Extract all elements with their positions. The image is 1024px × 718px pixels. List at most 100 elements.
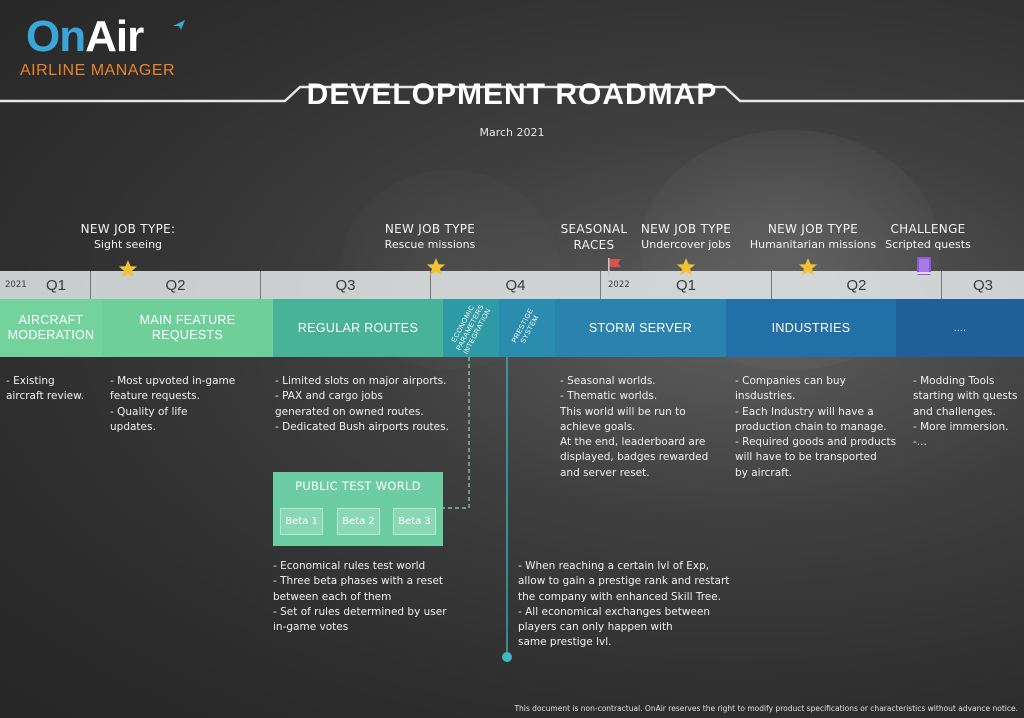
- event-subtitle: Humanitarian missions: [749, 238, 877, 251]
- band-label: PRESTIGE SYSTEM: [511, 307, 541, 345]
- band-prestige-system: PRESTIGE SYSTEM: [499, 299, 555, 357]
- desc-line: production chain to manage.: [735, 420, 887, 433]
- band-economic-parameters: ECONOMIC PARAMETERS INTEGRATION: [443, 299, 499, 357]
- band-label: REGULAR ROUTES: [297, 320, 419, 335]
- logo-air: Air: [85, 12, 144, 61]
- event-subtitle: Scripted quests: [885, 238, 971, 251]
- quarter-cell: Q1: [0, 271, 91, 299]
- desc-line: - Each Industry will have a: [735, 405, 874, 418]
- event-subtitle: RACES: [573, 238, 615, 252]
- desc-line: - Limited slots on major airports.: [275, 375, 447, 387]
- quarter-cell: Q3: [261, 271, 431, 299]
- event-title: NEW JOB TYPE: [384, 222, 476, 236]
- desc-line: in-game votes: [273, 621, 349, 634]
- band-industries: INDUSTRIES: [726, 299, 896, 357]
- event-title: CHALLENGE: [890, 222, 966, 236]
- desc-line: - Three beta phases with a reset: [273, 575, 444, 588]
- desc-line: - Companies can buy: [735, 375, 846, 387]
- event-challenge: CHALLENGE Scripted quests: [882, 221, 974, 253]
- flag-icon: [608, 258, 621, 276]
- event-title: NEW JOB TYPE:: [80, 222, 176, 236]
- band-label: INDUSTRIES: [771, 320, 851, 335]
- band-label: STORM SERVER: [588, 320, 693, 335]
- title-frame: [0, 85, 1024, 103]
- page-date: March 2021: [479, 126, 545, 139]
- star-icon: [676, 258, 696, 276]
- event-subtitle: Undercover jobs: [641, 238, 731, 251]
- desc-line: generated on owned routes.: [275, 405, 424, 418]
- quarter-cell: Q3: [942, 271, 1024, 299]
- band-label: MAIN FEATURE REQUESTS: [139, 313, 236, 342]
- desc-future: - Modding Tools starting with quests and…: [913, 374, 1023, 450]
- event-sight-seeing: NEW JOB TYPE: Sight seeing: [56, 221, 200, 253]
- event-subtitle: Rescue missions: [384, 238, 476, 251]
- desc-line: This world will be run to: [560, 405, 686, 418]
- desc-line: - Required goods and products: [735, 436, 897, 449]
- desc-line: - Existing: [6, 375, 55, 387]
- star-icon: [426, 258, 446, 276]
- star-icon: [118, 260, 138, 278]
- desc-line: achieve goals.: [560, 420, 636, 433]
- band-main-feature-requests: MAIN FEATURE REQUESTS: [102, 299, 273, 357]
- desc-line: allow to gain a prestige rank and restar…: [518, 575, 730, 588]
- desc-line: - Most upvoted in-game: [110, 375, 236, 387]
- event-title: NEW JOB TYPE: [640, 222, 732, 236]
- desc-prestige-system: - When reaching a certain lvl of Exp, al…: [518, 559, 758, 651]
- public-test-world-title: PUBLIC TEST WORLD: [295, 479, 421, 493]
- event-undercover-jobs: NEW JOB TYPE Undercover jobs: [630, 221, 742, 253]
- desc-aircraft-moderation: - Existing aircraft review.: [6, 374, 102, 405]
- band-label: ....: [953, 322, 967, 334]
- desc-line: displayed, badges rewarded: [560, 451, 709, 464]
- event-humanitarian-missions: NEW JOB TYPE Humanitarian missions: [748, 221, 878, 253]
- desc-line: - Thematic worlds.: [560, 390, 658, 403]
- event-title: NEW JOB TYPE: [767, 222, 859, 236]
- desc-line: - Seasonal worlds.: [560, 375, 656, 387]
- event-seasonal-races: SEASONAL RACES: [552, 221, 636, 253]
- event-title: SEASONAL: [560, 222, 628, 236]
- band-regular-routes: REGULAR ROUTES: [273, 299, 443, 357]
- desc-line: and challenges.: [913, 405, 996, 418]
- star-icon: [798, 258, 818, 276]
- quarter-label: Q2: [165, 276, 186, 294]
- beta-1-box: Beta 1: [280, 508, 323, 535]
- beta-3-box: Beta 3: [393, 508, 436, 535]
- quarter-label: Q4: [505, 276, 526, 294]
- quarter-label: Q1: [675, 276, 696, 294]
- quarter-cell: Q1: [601, 271, 772, 299]
- desc-line: will have to be transported: [735, 451, 877, 464]
- quarter-label: Q2: [846, 276, 867, 294]
- disclaimer: This document is non-contractual. OnAir …: [514, 704, 1018, 713]
- desc-line: - Quality of life: [110, 405, 188, 418]
- year-label: 2021: [5, 280, 27, 290]
- desc-line: the company with enhanced Skill Tree.: [518, 590, 722, 603]
- band-aircraft-moderation: AIRCRAFT MODERATION: [0, 299, 102, 357]
- logo-on: On: [26, 12, 86, 61]
- band-label: AIRCRAFT MODERATION: [7, 313, 95, 342]
- desc-regular-routes: - Limited slots on major airports. - PAX…: [275, 374, 465, 435]
- event-subtitle: Sight seeing: [93, 238, 163, 251]
- desc-line: - When reaching a certain lvl of Exp,: [518, 560, 710, 572]
- desc-storm-server: - Seasonal worlds. - Thematic worlds. Th…: [560, 374, 726, 481]
- desc-line: by aircraft.: [735, 466, 793, 479]
- desc-line: updates.: [110, 420, 156, 433]
- desc-line: players can only happen with: [518, 621, 673, 634]
- band-storm-server: STORM SERVER: [555, 299, 726, 357]
- desc-line: At the end, leaderboard are: [560, 436, 706, 449]
- desc-line: same prestige lvl.: [518, 636, 612, 649]
- book-icon: [917, 257, 931, 275]
- desc-public-test-world: - Economical rules test world - Three be…: [273, 559, 473, 635]
- quarter-label: Q3: [972, 276, 993, 294]
- desc-industries: - Companies can buy insdustries. - Each …: [735, 374, 910, 481]
- logo-subtitle: AIRLINE MANAGER: [20, 62, 176, 79]
- desc-line: and server reset.: [560, 466, 650, 479]
- page-title: DEVELOPMENT ROADMAP: [306, 78, 718, 111]
- desc-line: - All economical exchanges between: [518, 605, 710, 618]
- desc-line: insdustries.: [735, 390, 796, 403]
- desc-line: - PAX and cargo jobs: [275, 390, 383, 403]
- quarter-bar: [0, 271, 1024, 299]
- beta-2-box: Beta 2: [337, 508, 380, 535]
- desc-line: - Modding Tools: [913, 375, 995, 387]
- desc-line: - Dedicated Bush airports routes.: [275, 420, 449, 433]
- desc-line: aircraft review.: [6, 390, 85, 403]
- desc-line: feature requests.: [110, 390, 200, 403]
